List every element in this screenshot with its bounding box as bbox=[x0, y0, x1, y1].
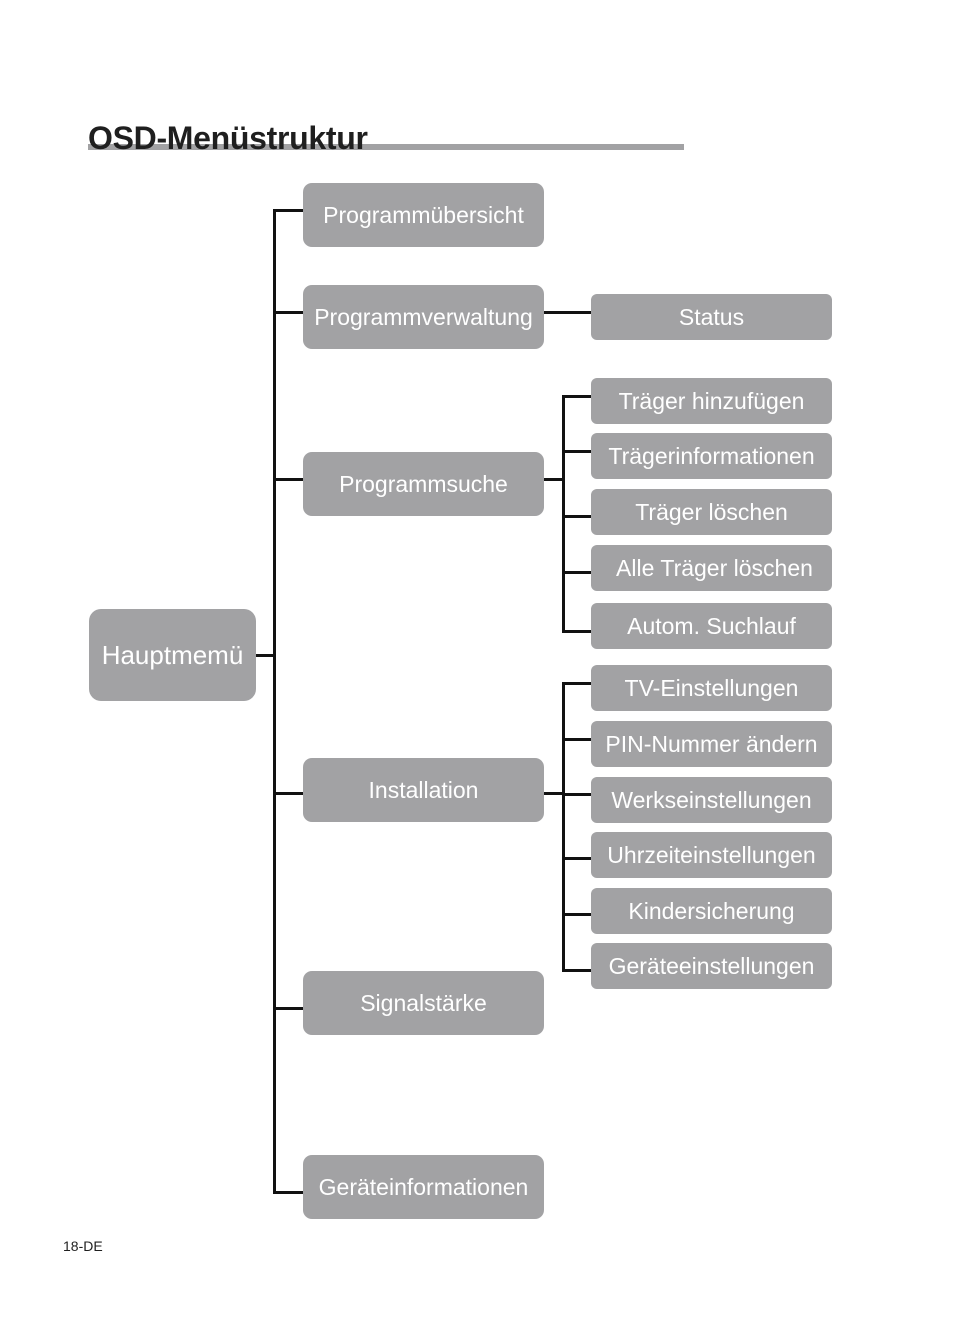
node-programmuebersicht: Programmübersicht bbox=[303, 183, 544, 247]
connector-l1-geraeteinformationen bbox=[273, 1191, 304, 1194]
node-traegerinformationen: Trägerinformationen bbox=[591, 433, 832, 479]
title-rule bbox=[88, 144, 684, 150]
connector-l2-alle-traeger-loeschen bbox=[562, 571, 592, 574]
node-geraeteinformationen: Geräteinformationen bbox=[303, 1155, 544, 1219]
connector-l2-geraeteeinstellungen bbox=[562, 969, 592, 972]
connector-l2-uhrzeiteinstellungen bbox=[562, 857, 592, 860]
connector-spine-programmsuche bbox=[562, 395, 565, 633]
connector-l1-signalstaerke bbox=[273, 1007, 304, 1010]
connector-spine-installation bbox=[562, 682, 565, 972]
connector-l1-programmverwaltung bbox=[273, 311, 304, 314]
node-traeger-hinzufuegen: Träger hinzufügen bbox=[591, 378, 832, 424]
node-programmverwaltung: Programmverwaltung bbox=[303, 285, 544, 349]
node-hauptmenue: Hauptmemü bbox=[89, 609, 256, 701]
node-werkseinstellungen: Werkseinstellungen bbox=[591, 777, 832, 823]
node-uhrzeiteinstellungen: Uhrzeiteinstellungen bbox=[591, 832, 832, 878]
node-status: Status bbox=[591, 294, 832, 340]
node-traeger-loeschen: Träger löschen bbox=[591, 489, 832, 535]
node-autom-suchlauf: Autom. Suchlauf bbox=[591, 603, 832, 649]
connector-l2-kindersicherung bbox=[562, 913, 592, 916]
connector-programmsuche-out bbox=[543, 478, 565, 481]
node-installation: Installation bbox=[303, 758, 544, 822]
connector-l2-traeger-hinzufuegen bbox=[562, 395, 592, 398]
connector-l2-traeger-loeschen bbox=[562, 515, 592, 518]
connector-installation-out bbox=[543, 792, 565, 795]
connector-spine-main bbox=[273, 209, 276, 1194]
connector-l2-traegerinformationen bbox=[562, 450, 592, 453]
connector-l1-installation bbox=[273, 792, 304, 795]
node-alle-traeger-loeschen: Alle Träger löschen bbox=[591, 545, 832, 591]
node-pin-nummer-aendern: PIN-Nummer ändern bbox=[591, 721, 832, 767]
connector-l2-autom-suchlauf bbox=[562, 630, 592, 633]
connector-l1-programmuebersicht bbox=[273, 209, 304, 212]
page-title: OSD-Menüstruktur bbox=[88, 120, 368, 156]
connector-l2-tv-einstellungen bbox=[562, 682, 592, 685]
page-number: 18-DE bbox=[63, 1238, 103, 1254]
node-kindersicherung: Kindersicherung bbox=[591, 888, 832, 934]
connector-l2-pin-nummer bbox=[562, 738, 592, 741]
node-tv-einstellungen: TV-Einstellungen bbox=[591, 665, 832, 711]
node-signalstaerke: Signalstärke bbox=[303, 971, 544, 1035]
node-geraeteeinstellungen: Geräteeinstellungen bbox=[591, 943, 832, 989]
connector-l1-programmsuche bbox=[273, 478, 304, 481]
connector-root bbox=[255, 654, 276, 657]
node-programmsuche: Programmsuche bbox=[303, 452, 544, 516]
connector-programmverwaltung-status bbox=[543, 311, 592, 314]
connector-l2-werkseinstellungen bbox=[562, 793, 592, 796]
